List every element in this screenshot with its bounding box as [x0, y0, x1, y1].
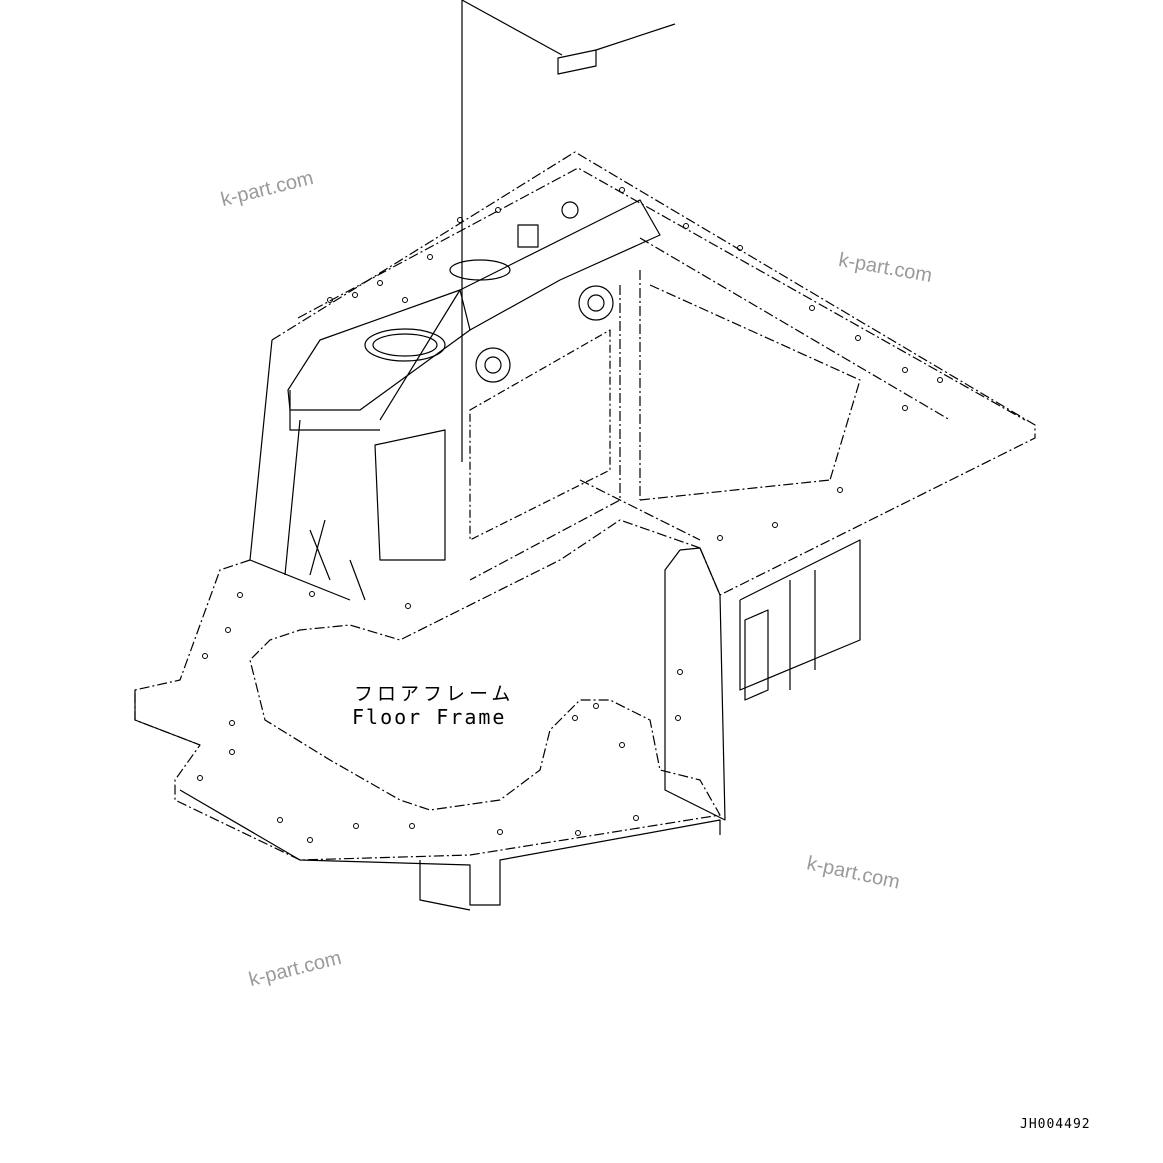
console-block: [287, 199, 661, 421]
left-pillar: [249, 339, 446, 601]
tag-leader: [595, 23, 676, 51]
rear-panel: [469, 329, 611, 541]
top-frame: [271, 151, 1036, 596]
right-pillar: [664, 539, 861, 821]
part-name-jp: フロアフレーム: [354, 683, 515, 705]
part-name-en: Floor Frame: [352, 705, 507, 729]
floor-plate-solid-edge: [134, 690, 721, 911]
gear-left-icon: [475, 347, 511, 383]
label-tag: [557, 49, 597, 75]
leader-line-diagonal: [461, 0, 563, 56]
bolt-holes: [197, 187, 943, 843]
gear-right-icon: [578, 285, 614, 321]
drawing-code: JH004492: [1020, 1117, 1091, 1132]
floor-plate: [134, 519, 721, 861]
